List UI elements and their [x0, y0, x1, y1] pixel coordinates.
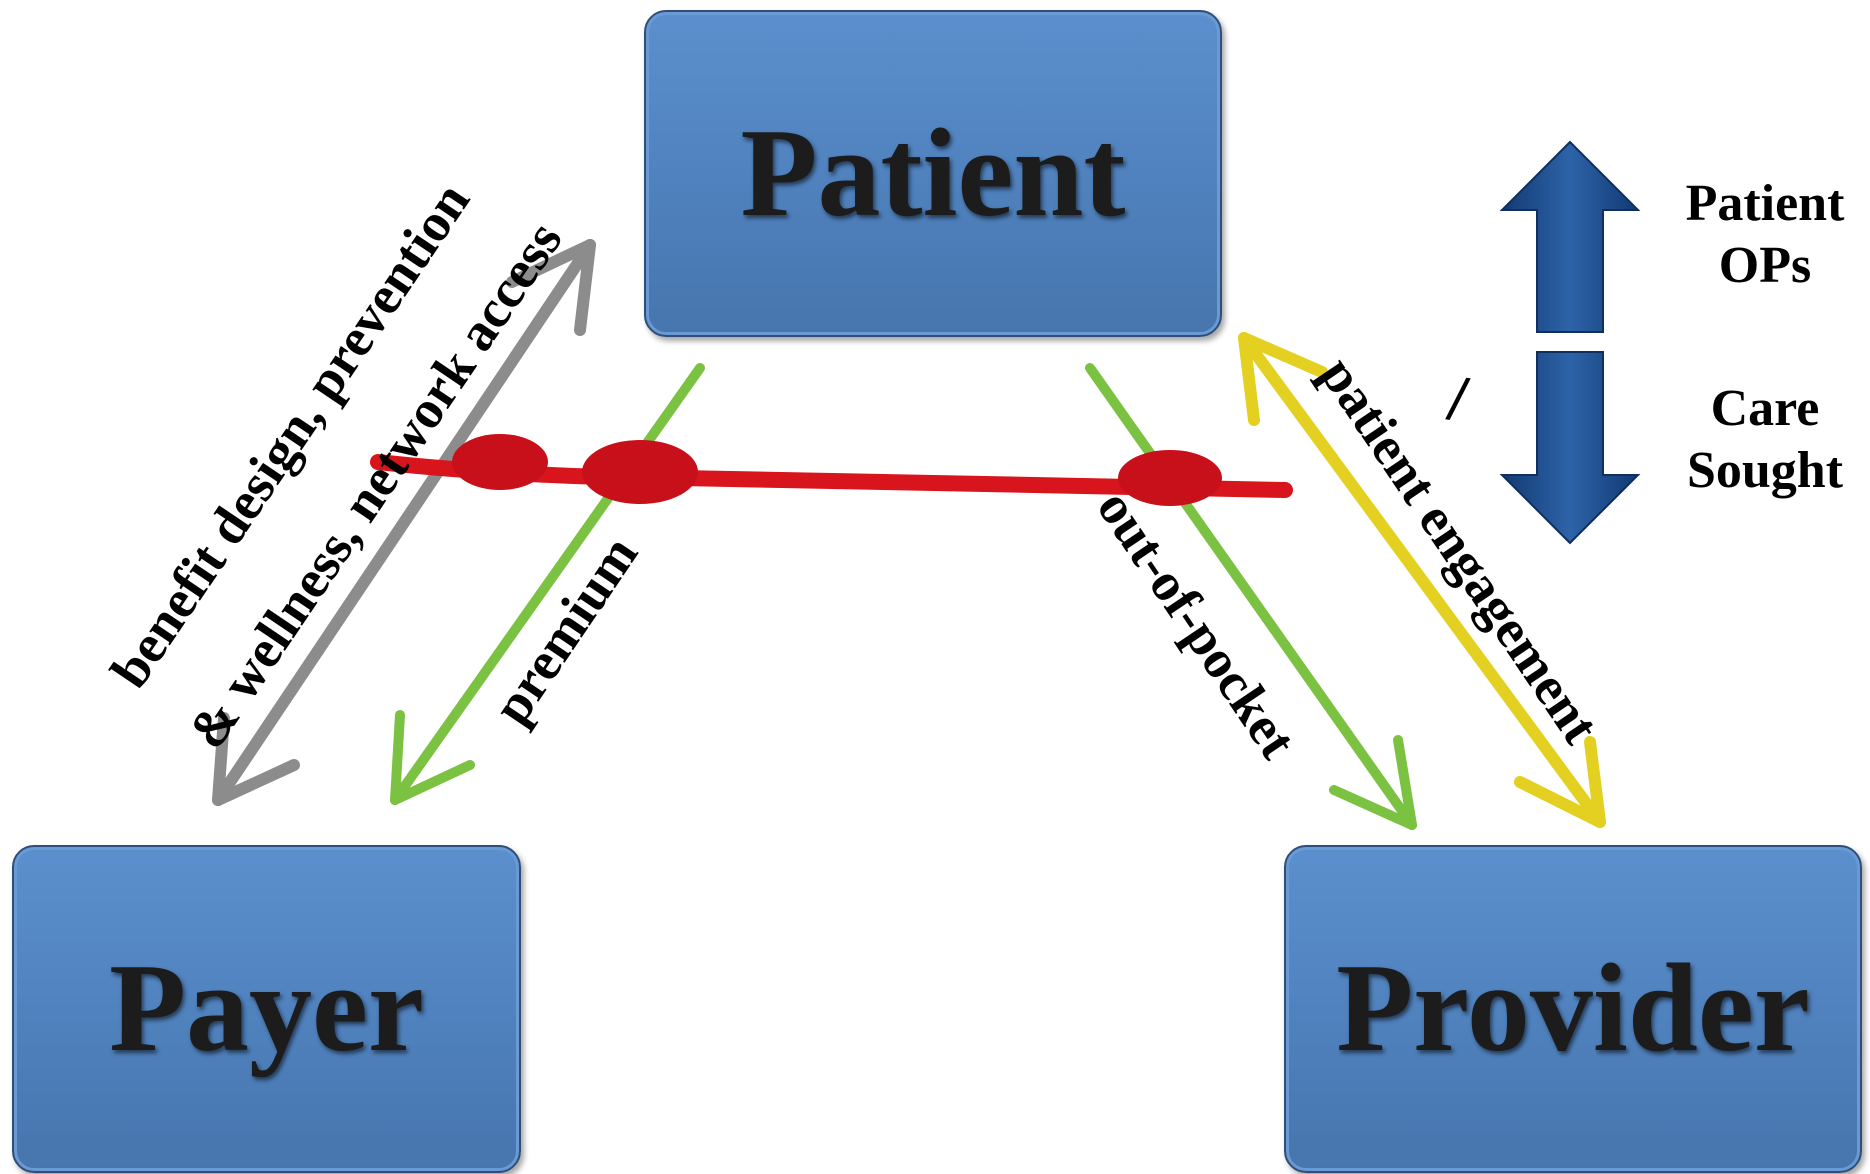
- rope-knot: [1118, 450, 1222, 506]
- rope-knot: [582, 440, 698, 504]
- provider-node: Provider: [1284, 845, 1862, 1173]
- legend-patient-ops-label: Patient OPs: [1665, 173, 1865, 297]
- legend-up-line2: OPs: [1718, 237, 1812, 294]
- legend-up-arrow-icon: [1499, 140, 1641, 333]
- patient-node: Patient: [644, 10, 1222, 337]
- rope: [370, 434, 1293, 506]
- payer-node: Payer: [12, 845, 521, 1173]
- out-of-pocket-arrow: [1085, 363, 1417, 830]
- payer-node-label: Payer: [109, 939, 424, 1078]
- legend-up-line1: Patient: [1685, 175, 1845, 232]
- patient-engagement-arrow: [1238, 332, 1606, 828]
- rope-knot: [452, 434, 548, 490]
- payer-patient-arrow: [212, 239, 596, 806]
- premium-arrow: [390, 363, 705, 805]
- patient-node-label: Patient: [740, 103, 1126, 243]
- legend-down-line1: Care: [1710, 380, 1820, 437]
- legend-care-sought-label: Care Sought: [1665, 378, 1865, 502]
- legend-down-arrow-icon: [1499, 351, 1641, 545]
- provider-node-label: Provider: [1336, 939, 1810, 1078]
- legend-separator: /: [1443, 361, 1474, 436]
- legend-down-line2: Sought: [1686, 442, 1844, 499]
